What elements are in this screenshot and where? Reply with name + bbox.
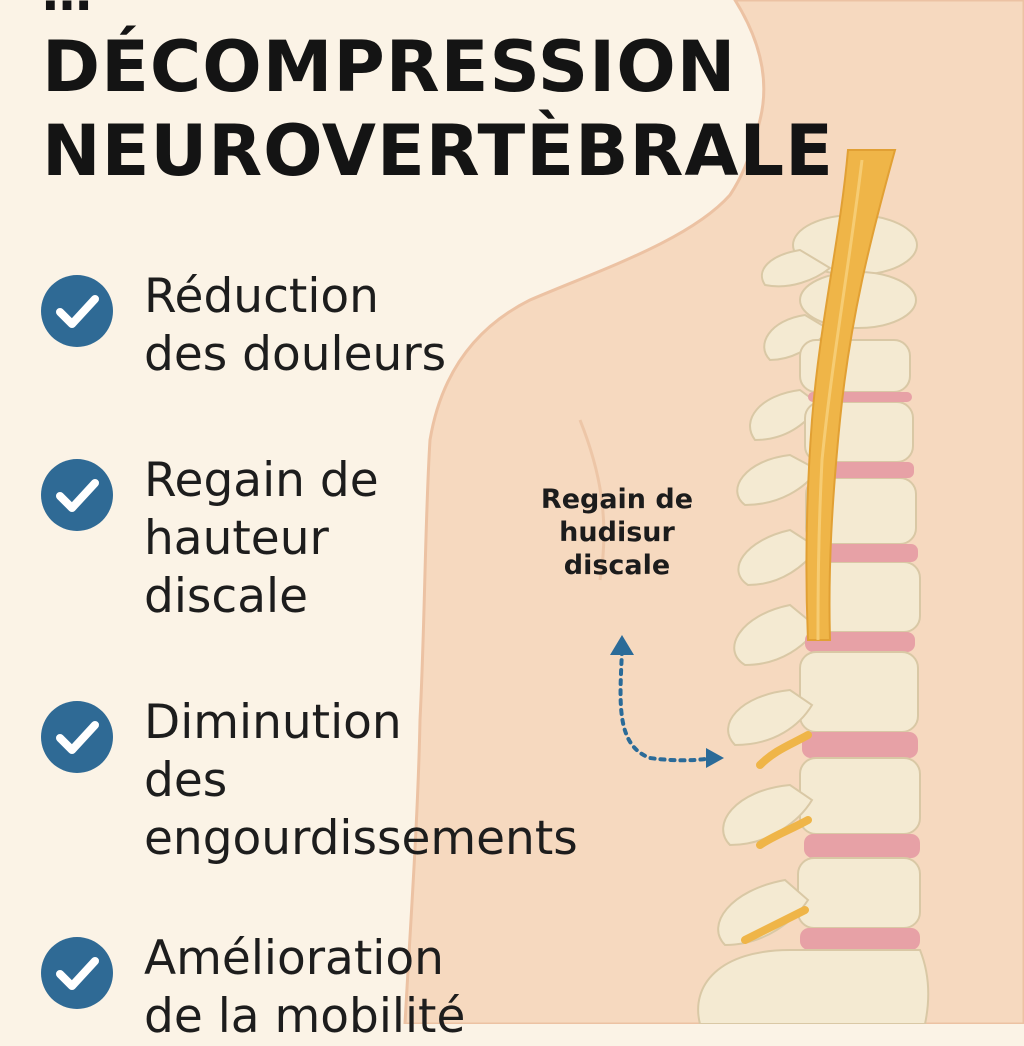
nerve-root (756, 731, 812, 769)
page-title-line2: NEUROVERTÈBRALE (42, 110, 834, 192)
page-title-line1: DÉCOMPRESSION (42, 26, 737, 108)
check-circle-icon (41, 701, 113, 773)
intervertebral-disc (800, 928, 920, 950)
benefit-text: Réduction des douleurs (144, 269, 447, 382)
vertebra (733, 561, 921, 667)
spinal-cord (805, 149, 897, 641)
intervertebral-disc (804, 834, 920, 858)
benefit-text: Regain de hauteur discale (144, 453, 379, 624)
intervertebral-disc (802, 732, 918, 758)
disc-height-callout: Regain de hudisur discale (540, 484, 694, 581)
intervertebral-disc (812, 544, 918, 562)
sacrum (697, 949, 930, 1024)
title-top-partial: … (42, 0, 93, 22)
vertebra (722, 757, 921, 847)
check-circle-icon (41, 459, 113, 531)
check-circle-icon (41, 275, 113, 347)
shoulder-shadow (578, 419, 606, 581)
arrowhead-right-icon (706, 748, 724, 768)
arrowhead-up-icon (610, 635, 634, 655)
benefit-text: Amélioration de la mobilité (144, 931, 466, 1044)
check-circle-icon (41, 937, 113, 1009)
spine (697, 149, 930, 1024)
benefit-text: Diminution des engourdissements (144, 695, 578, 866)
vertebra (727, 651, 919, 747)
nerve-root (756, 816, 812, 849)
anatomy-illustration (403, 0, 1024, 1024)
decompression-arrow (610, 635, 724, 768)
nerve-root (741, 906, 809, 944)
intervertebral-disc (805, 632, 915, 652)
